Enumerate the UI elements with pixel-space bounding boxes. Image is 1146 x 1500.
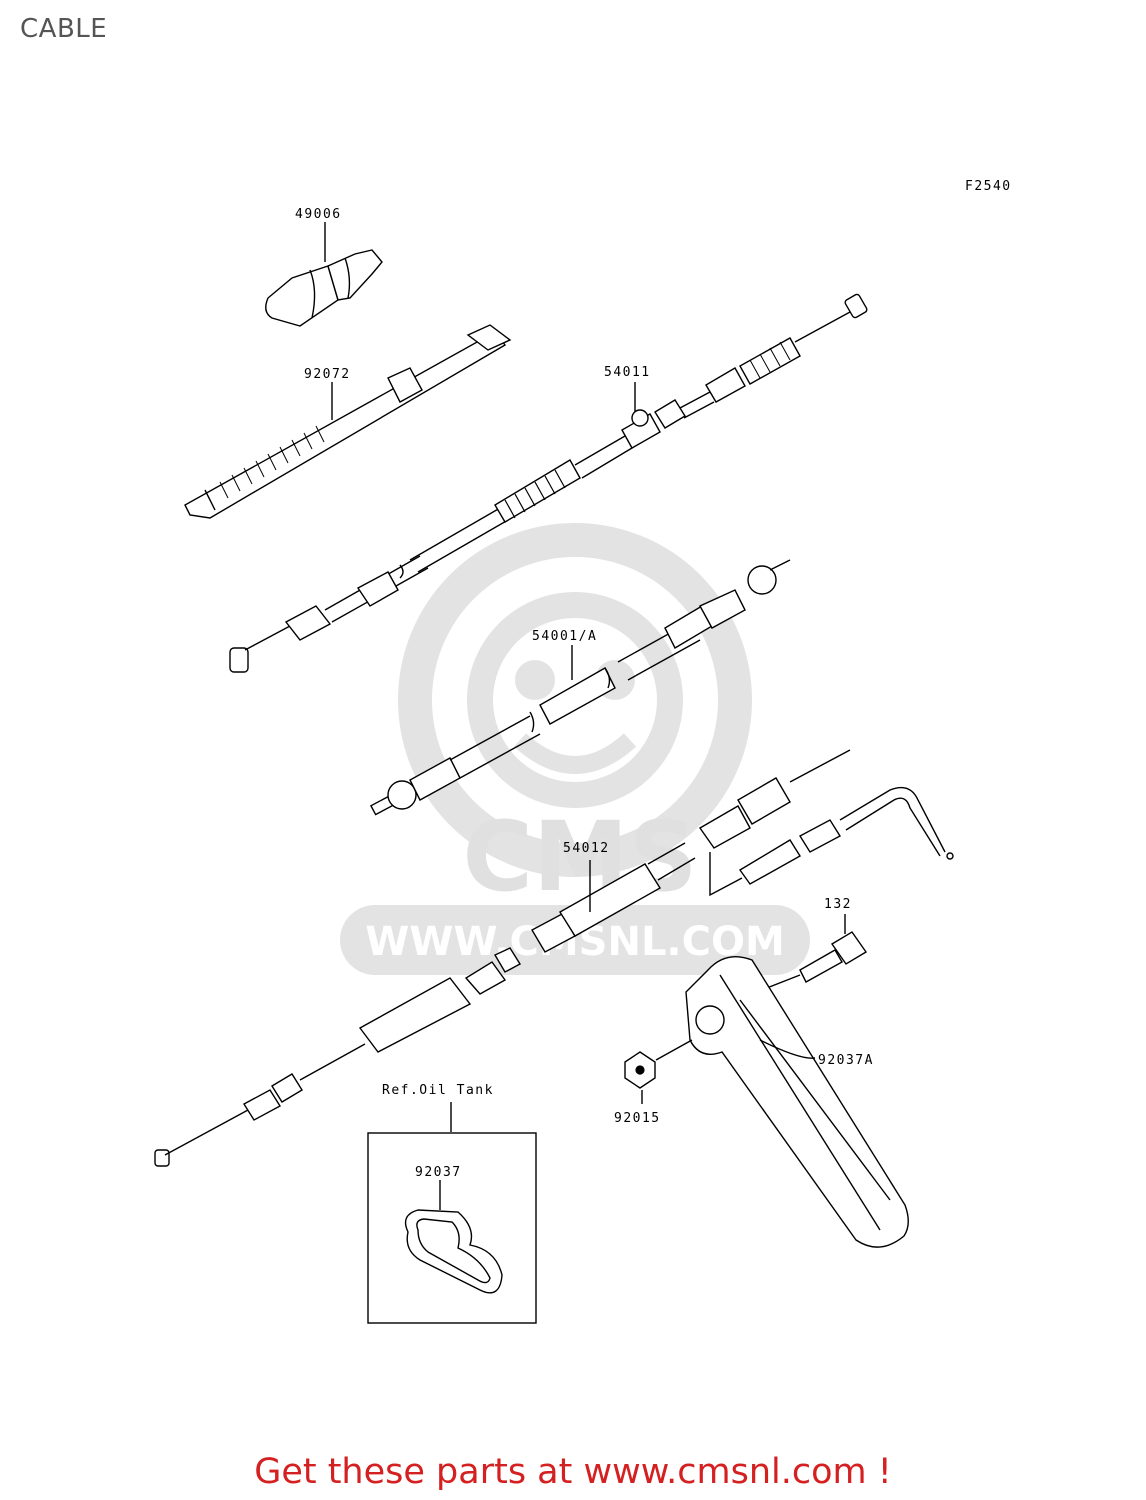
label-92072: 92072 xyxy=(304,367,351,382)
parts-diagram: CMS WWW.CMSNL.COM F2540 49006 92072 xyxy=(154,179,1012,1324)
label-49006: 49006 xyxy=(295,207,342,222)
footer-link[interactable]: Get these parts at www.cmsnl.com ! xyxy=(254,1452,892,1492)
page-title: CABLE xyxy=(20,14,108,44)
label-92037: 92037 xyxy=(415,1165,462,1180)
label-54011: 54011 xyxy=(604,365,651,380)
label-132: 132 xyxy=(824,897,852,912)
part-54012-cable xyxy=(154,749,954,1167)
label-92037a: 92037A xyxy=(818,1053,874,1068)
label-54012: 54012 xyxy=(563,841,610,856)
part-92037-clip xyxy=(404,1180,503,1294)
part-54011-cable xyxy=(229,293,868,673)
label-54001a: 54001/A xyxy=(532,629,597,644)
figure-code: F2540 xyxy=(965,179,1012,194)
part-92015-nut xyxy=(624,1039,693,1104)
part-49006-clamp xyxy=(265,222,383,327)
watermark-logo: CMS xyxy=(462,801,697,913)
part-54001a-cable xyxy=(369,559,791,816)
part-92072-cable-tie xyxy=(184,324,512,519)
watermark: CMS WWW.CMSNL.COM xyxy=(340,523,810,975)
label-92015: 92015 xyxy=(614,1111,661,1126)
ref-box xyxy=(367,1132,537,1324)
ref-box-label: Ref.Oil Tank xyxy=(382,1083,494,1098)
part-92037a-bracket xyxy=(685,956,909,1248)
